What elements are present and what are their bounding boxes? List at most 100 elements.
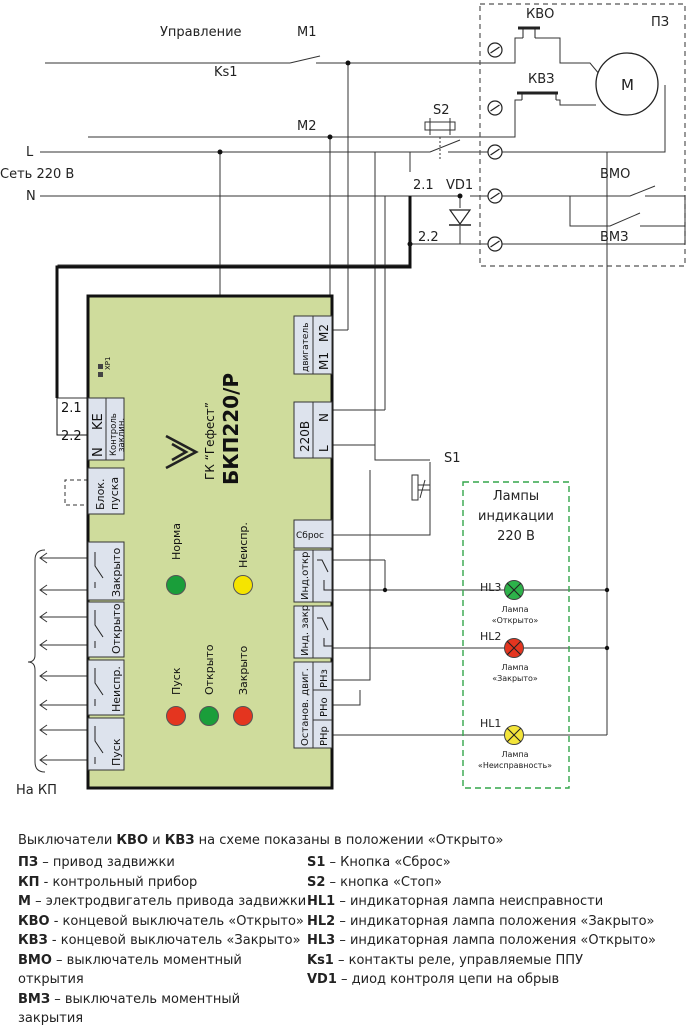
label-21-top: 2.1	[413, 178, 434, 193]
label-hl3: HL3	[480, 581, 501, 594]
drive-wiring	[495, 37, 686, 245]
label-s1: S1	[444, 451, 461, 466]
out-start-left: Пуск	[110, 738, 123, 766]
legend-item: HL1 – индикаторная лампа неисправности	[307, 894, 604, 909]
ind-open: Инд.откр	[300, 552, 311, 600]
block-motor: двигатель	[301, 323, 311, 372]
legend-item: КВО - концевой выключатель «Открыто»	[18, 913, 304, 929]
term-m1: M1	[317, 352, 331, 370]
term-ke: KE	[91, 413, 106, 430]
label-control: Управление	[160, 25, 242, 40]
legend-item: HL2 – индикаторная лампа положения «Закр…	[307, 913, 655, 929]
right-terminals	[293, 315, 333, 749]
board	[86, 294, 334, 790]
diode-vd1	[448, 209, 472, 226]
led-label-open: Открыто	[203, 644, 216, 695]
right-contacts	[317, 559, 332, 647]
control-break-2: заклин.	[117, 418, 127, 452]
led-label-start: Пуск	[170, 667, 183, 695]
led-label-fault: Неиспр.	[237, 522, 250, 568]
drive-terminals	[487, 42, 503, 252]
lamp-hl1	[504, 725, 524, 745]
lamp-hl2	[504, 638, 524, 658]
legend-item: VD1 – диод контроля цепи на обрыв	[307, 972, 560, 987]
block-start-1: Блок.	[94, 479, 107, 510]
label-mains: Сеть 220 В	[0, 167, 74, 182]
label-n: N	[26, 189, 36, 204]
led-label-norm: Норма	[170, 523, 183, 560]
lamp-closed-1: Лампа	[501, 663, 528, 672]
term-l-right: L	[317, 445, 331, 452]
xp1-pins	[98, 364, 103, 377]
lamps-title-1: Лампы	[493, 489, 539, 504]
lamps-title-2: индикации	[478, 509, 554, 524]
gefest-logo	[165, 434, 199, 470]
drive-box	[479, 3, 686, 267]
legend-item: S1 – Кнопка «Сброс»	[307, 855, 451, 870]
legend-item: КП - контрольный прибор	[18, 874, 198, 890]
label-motor: M	[621, 76, 634, 94]
board-labels: БКП220/Р ГК “Гефест” XP1 2.1 2.2 N KE Ко…	[61, 323, 331, 766]
board-model: БКП220/Р	[219, 373, 243, 485]
ext-22: 2.2	[61, 429, 82, 444]
term-rnr: РНр	[319, 726, 330, 746]
label-na-kp: На КП	[16, 783, 57, 798]
label-vmz: ВМЗ	[600, 230, 628, 245]
legend-item: Ks1 – контакты реле, управляемые ППУ	[307, 952, 583, 968]
ext-21: 2.1	[61, 401, 82, 416]
legend-left: ПЗ – привод задвижки КП - контрольный пр…	[18, 853, 307, 1029]
label-vmo: ВМО	[600, 167, 630, 182]
out-opened-left: Открыто	[110, 603, 123, 654]
legend-item: ВМО – выключатель моментный открытия	[18, 952, 242, 988]
led-label-closed: Закрыто	[237, 645, 250, 695]
term-rno: РНо	[319, 697, 330, 717]
term-m2: M2	[317, 324, 331, 342]
lamp-wiring	[330, 152, 608, 736]
label-pz: ПЗ	[651, 15, 669, 30]
term-n-right: N	[317, 413, 331, 422]
kp-outputs	[27, 479, 88, 773]
lamp-closed-2: «Закрыто»	[492, 674, 538, 683]
motor-symbol	[595, 52, 659, 116]
term-rnz: РНз	[319, 669, 330, 688]
lamp-fault-1: Лампа	[501, 750, 528, 759]
out-closed-left: Закрыто	[110, 547, 123, 597]
button-s1	[411, 474, 430, 501]
label-ks1: Ks1	[214, 65, 238, 80]
lamps-title-3: 220 В	[497, 529, 535, 544]
label-hl2: HL2	[480, 630, 501, 643]
legend-item: КВЗ - концевой выключатель «Закрыто»	[18, 933, 301, 948]
block-220: 220В	[298, 421, 312, 452]
term-reset: Сброс	[296, 531, 324, 541]
legend-item: HL3 – индикаторная лампа положения «Откр…	[307, 933, 656, 948]
label-m2: M2	[297, 119, 317, 134]
left-contacts	[94, 552, 104, 764]
label-kvz: КВЗ	[528, 72, 554, 87]
label-vd1: VD1	[446, 178, 473, 193]
block-start-2: пуска	[108, 477, 121, 510]
label-kvo: КВО	[526, 7, 554, 22]
term-n-left: N	[91, 447, 106, 457]
legend-right: S1 – Кнопка «Сброс» S2 – кнопка «Стоп» H…	[307, 853, 687, 990]
label-hl1: HL1	[480, 717, 501, 730]
lamp-fault-2: «Неисправность»	[478, 761, 552, 770]
legend-item: ПЗ – привод задвижки	[18, 855, 175, 870]
board-xp1: XP1	[104, 357, 112, 370]
lamp-hl3	[504, 580, 524, 600]
leds	[166, 575, 253, 726]
legend-item: ВМЗ – выключатель моментный закрытия	[18, 991, 241, 1027]
schema-labels: Управление M1 Ks1 M2 L Сеть 220 В N S2 V…	[0, 7, 669, 798]
lamp-open-1: Лампа	[501, 605, 528, 614]
label-22-top: 2.2	[418, 230, 439, 245]
lamp-open-2: «Открыто»	[492, 616, 539, 625]
legend-note: Выключатели КВО и КВЗ на схеме показаны …	[18, 833, 504, 848]
label-s2: S2	[433, 103, 450, 118]
legend-item: S2 – кнопка «Стоп»	[307, 874, 442, 890]
board-brand: ГК “Гефест”	[203, 402, 217, 480]
legend-item: М – электродвигатель привода задвижки	[18, 894, 307, 909]
stop-motor: Останов. двиг.	[300, 668, 311, 746]
wiring-diagram: Управление M1 Ks1 M2 L Сеть 220 В N S2 V…	[0, 3, 686, 798]
ind-closed: Инд. закр	[300, 605, 311, 656]
lamps-box	[462, 481, 570, 789]
out-fault-left: Неиспр.	[110, 666, 123, 712]
